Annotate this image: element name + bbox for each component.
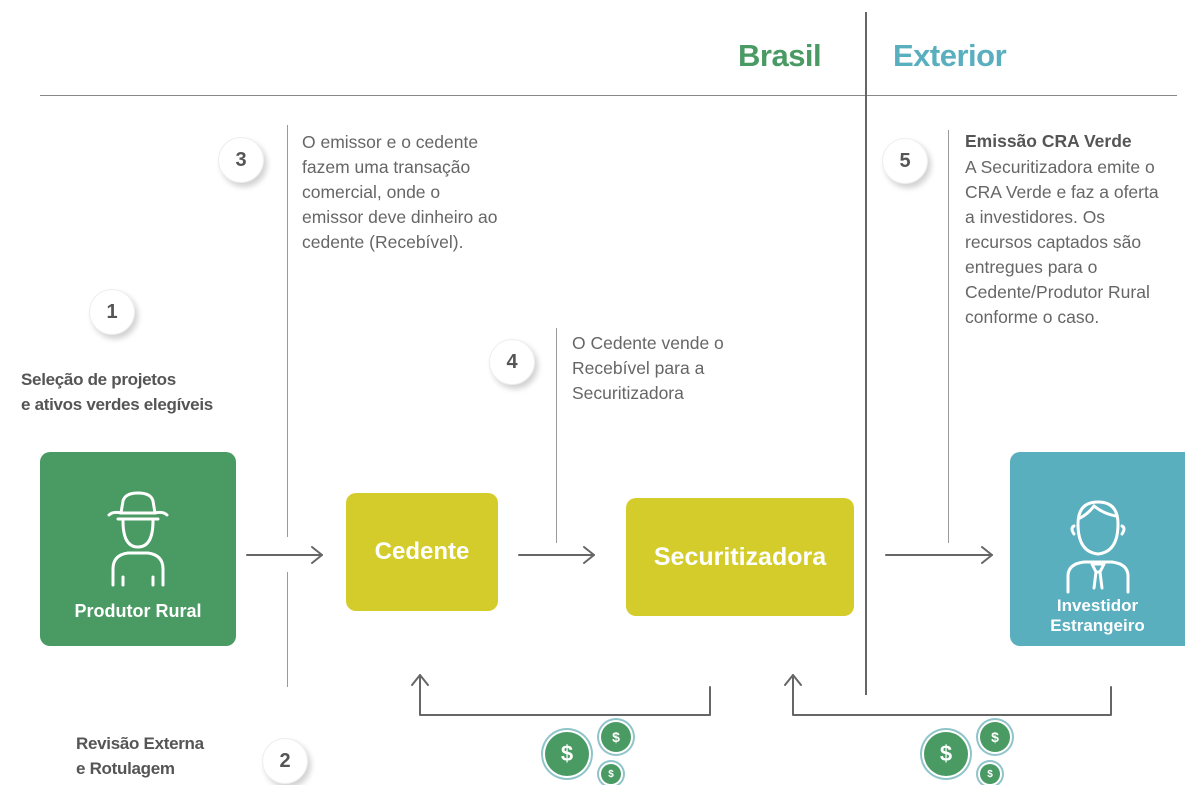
investor-icon (1066, 500, 1129, 594)
arrow-securitizadora-investidor-head (981, 546, 993, 564)
produtor-rural-label: Produtor Rural (74, 601, 202, 621)
region-divider (865, 12, 867, 695)
step5-title: Emissão CRA Verde (965, 131, 1132, 151)
step3-description: O emissor e o cedente fazem uma transaçã… (302, 132, 498, 252)
step4-leader-line (556, 328, 557, 543)
return-line-cedente (419, 674, 711, 716)
farmer-icon (107, 491, 169, 587)
step3-badge: 3 (218, 137, 264, 183)
cedente-label: Cedente (374, 538, 470, 565)
step5-leader-line (948, 130, 949, 543)
dollar-coin-icon: $ (601, 764, 621, 784)
arrow-produtor-cedente-head (311, 546, 323, 564)
investidor-estrangeiro-box: Investidor Estrangeiro (1010, 452, 1185, 646)
step2-label: Revisão Externa e Rotulagem (76, 734, 204, 778)
dollar-coin-icon: $ (924, 732, 968, 776)
return-line-securitizadora (792, 674, 1112, 716)
header-divider (40, 95, 1177, 96)
securitizadora-box: Securitizadora (626, 498, 854, 616)
step4-description: O Cedente vende o Recebível para a Secur… (572, 333, 724, 403)
cedente-box: Cedente (346, 493, 498, 611)
step1-label: Seleção de projetos e ativos verdes eleg… (21, 370, 213, 414)
step4-badge: 4 (489, 339, 535, 385)
securitizadora-label: Securitizadora (653, 542, 827, 571)
dollar-coin-icon: $ (545, 732, 589, 776)
return-line-securitizadora-head (784, 674, 802, 686)
step2-leader-line (287, 572, 288, 687)
region-brasil: Brasil (738, 38, 822, 73)
dollar-coin-icon: $ (980, 722, 1010, 752)
investidor-estrangeiro-label: Investidor Estrangeiro (1050, 596, 1145, 635)
arrow-cedente-securitizadora-head (583, 546, 595, 564)
step3-leader-line (287, 125, 288, 537)
step5-badge: 5 (882, 138, 928, 184)
return-line-cedente-head (411, 674, 429, 686)
region-exterior: Exterior (893, 38, 1007, 73)
step2-badge: 2 (262, 738, 308, 784)
step1-badge: 1 (89, 289, 135, 335)
produtor-rural-box: Produtor Rural (40, 452, 236, 646)
step5-description: A Securitizadora emite o CRA Verde e faz… (965, 157, 1159, 327)
dollar-coin-icon: $ (980, 764, 1000, 784)
dollar-coin-icon: $ (601, 722, 631, 752)
